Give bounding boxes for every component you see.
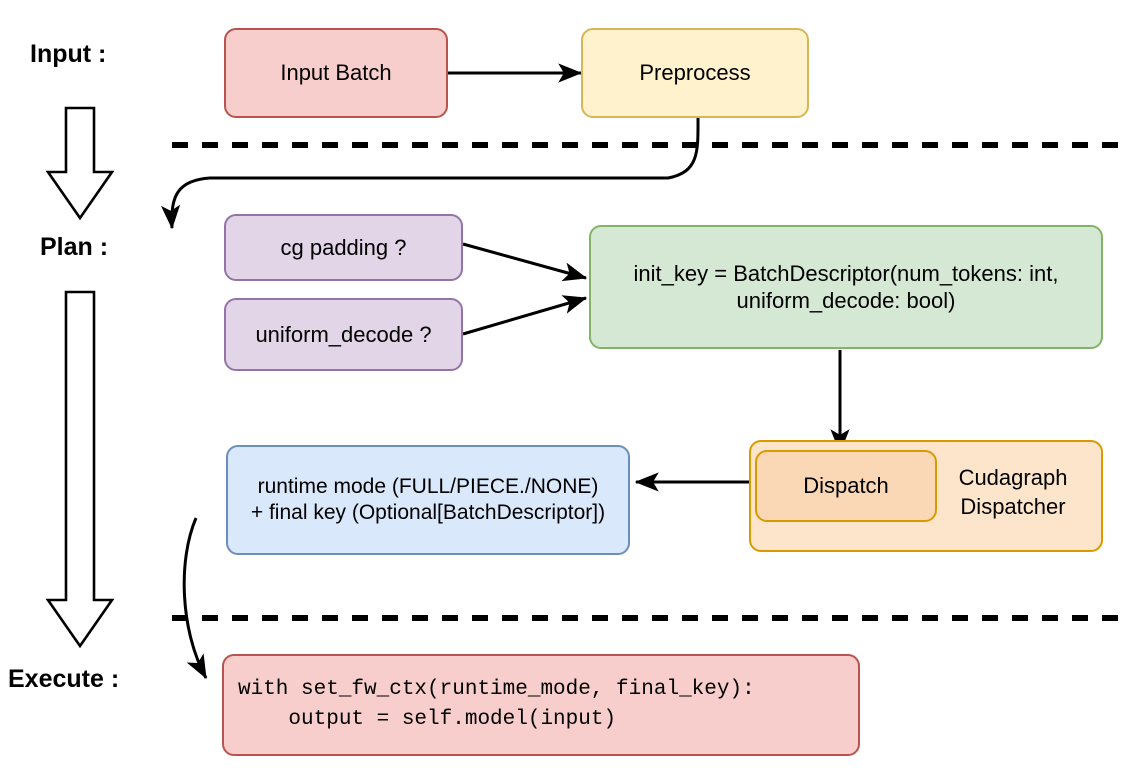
arrow-uniform-decode-to-init-key [462,295,588,336]
node-runtime-mode-label-line2: + final key (Optional[BatchDescriptor]) [250,501,606,524]
node-input-batch-label: Input Batch [280,60,392,86]
block-arrow-input-to-plan [45,106,115,221]
arrow-runtime-mode-to-execute-code [182,517,208,680]
block-arrow-plan-to-execute [45,290,115,649]
node-runtime-mode-label-line1: runtime mode (FULL/PIECE./NONE) [257,474,599,498]
node-cg-padding-label: cg padding ? [280,234,407,260]
node-cudagraph-dispatcher-label-line1: Cudagraph [958,465,1068,490]
node-uniform-decode-label: uniform_decode ? [255,321,432,347]
node-execute-code[interactable]: with set_fw_ctx(runtime_mode, final_key)… [222,654,860,756]
node-uniform-decode[interactable]: uniform_decode ? [224,298,463,371]
node-dispatch[interactable]: Dispatch [755,450,937,522]
node-execute-code-line1: with set_fw_ctx(runtime_mode, final_key)… [238,677,755,701]
stage-label-execute: Execute : [8,665,120,693]
node-dispatch-label: Dispatch [803,473,889,499]
arrow-cg-padding-to-init-key [462,242,588,282]
node-preprocess-label: Preprocess [639,60,751,86]
node-init-key[interactable]: init_key = BatchDescriptor(num_tokens: i… [589,225,1103,349]
node-preprocess[interactable]: Preprocess [581,28,809,118]
node-init-key-label-line2: uniform_decode: bool) [736,288,956,313]
node-init-key-label-line1: init_key = BatchDescriptor(num_tokens: i… [633,260,1059,286]
stage-label-input: Input : [30,40,107,68]
node-runtime-mode[interactable]: runtime mode (FULL/PIECE./NONE) + final … [226,445,630,555]
arrow-preprocess-to-cg-padding [161,114,700,230]
node-cudagraph-dispatcher-label: Cudagraph Dispatcher [933,464,1093,521]
stage-label-plan: Plan : [40,233,109,261]
node-input-batch[interactable]: Input Batch [224,28,448,118]
node-cudagraph-dispatcher-label-line2: Dispatcher [960,493,1066,519]
node-cg-padding[interactable]: cg padding ? [224,214,463,281]
node-execute-code-line2: output = self.model(input) [238,708,617,731]
